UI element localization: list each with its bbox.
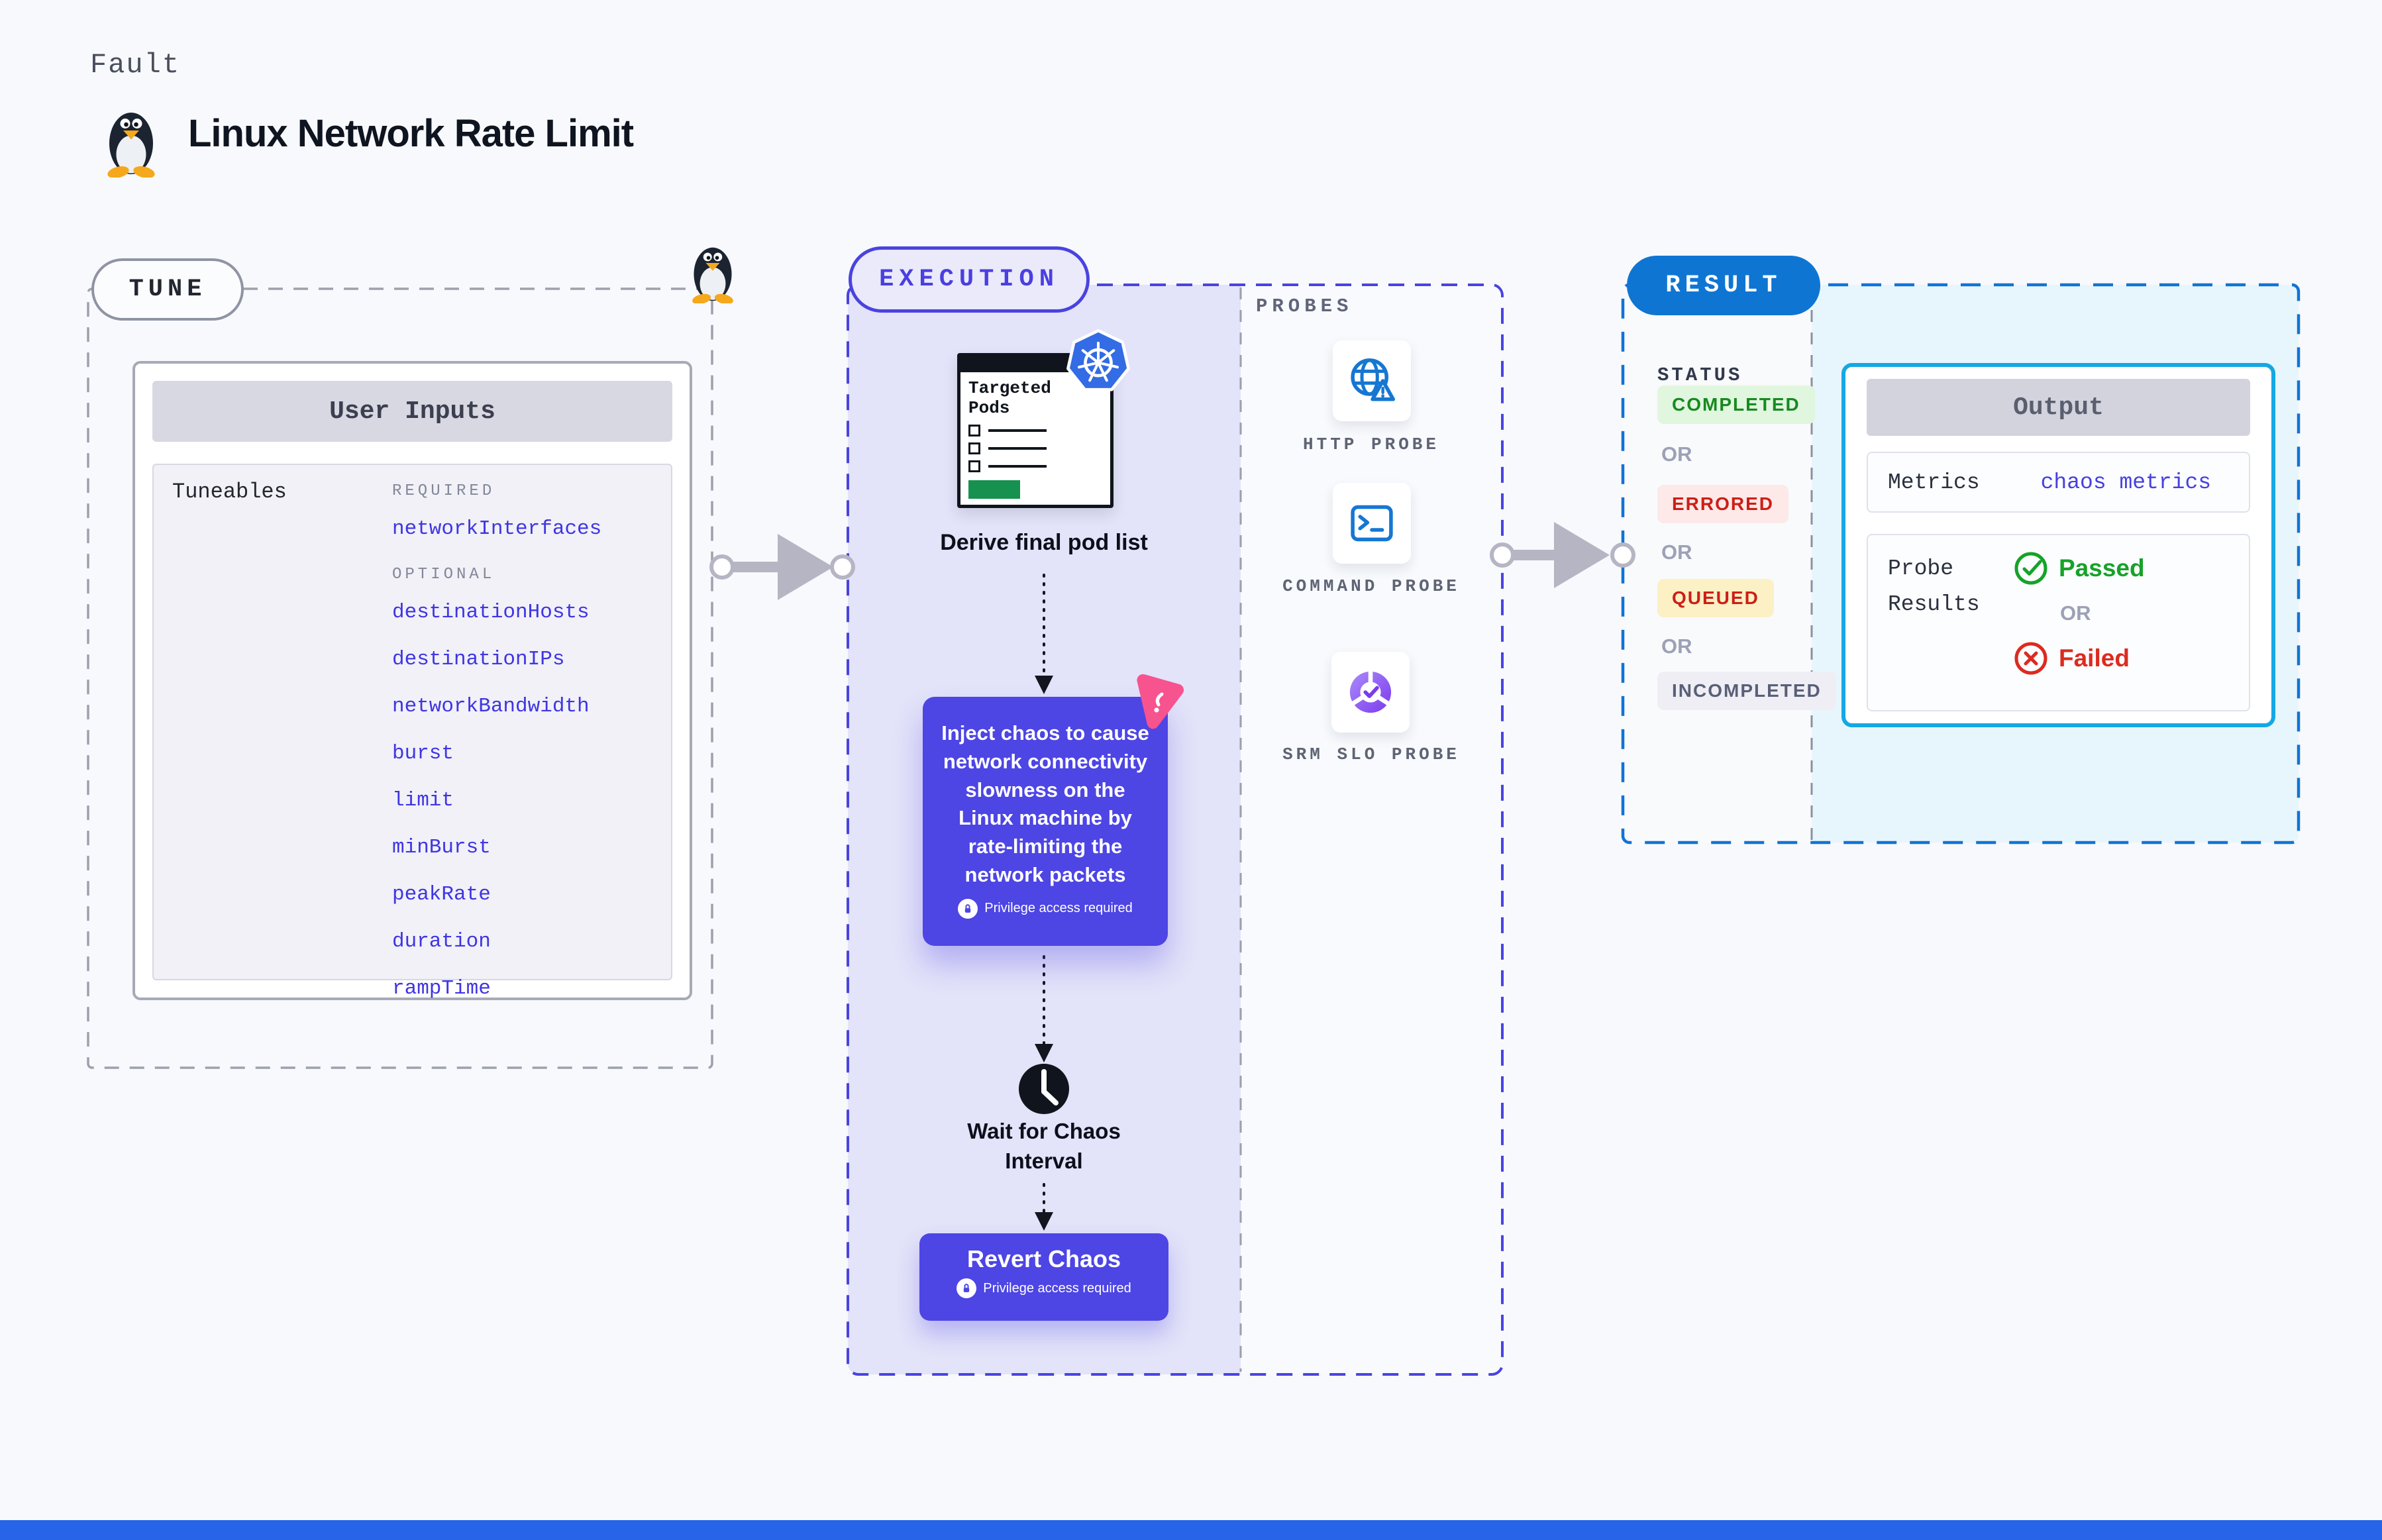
srm-slo-check-icon: [1331, 652, 1410, 733]
metrics-row[interactable]: Metrics chaos metrics: [1867, 452, 2250, 513]
page-title: Linux Network Rate Limit: [188, 112, 634, 155]
status-badge-completed: COMPLETED: [1657, 385, 1815, 424]
inject-chaos-step[interactable]: Inject chaos to cause network connectivi…: [923, 697, 1168, 946]
output-card-title: Output: [1867, 379, 2250, 436]
tuneable-item[interactable]: duration: [392, 930, 491, 953]
optional-group-label: OPTIONAL: [392, 566, 495, 584]
targeted-pods-card: Targeted Pods: [957, 353, 1113, 508]
execution-section-pill: EXECUTION: [849, 246, 1090, 313]
tuneable-item[interactable]: limit: [392, 789, 454, 812]
tuneable-item[interactable]: destinationHosts: [392, 601, 590, 624]
command-terminal-icon: [1333, 483, 1411, 564]
arrow-tune-to-execution: [709, 534, 855, 600]
tuneable-item[interactable]: destinationIPs: [392, 648, 565, 671]
pod-checklist-row: [968, 442, 1102, 454]
status-label: STATUS: [1657, 364, 1743, 386]
failed-result: Failed: [2014, 641, 2145, 676]
revert-chaos-step[interactable]: Revert Chaos Privilege access required: [919, 1233, 1168, 1321]
failed-label: Failed: [2059, 644, 2130, 672]
or-label: OR: [1661, 635, 1692, 658]
http-probe-label: HTTP PROBE: [1302, 435, 1440, 454]
tux-penguin-icon-small: [685, 240, 741, 303]
progress-bar: [968, 480, 1020, 499]
required-group-label: REQUIRED: [392, 482, 495, 500]
tuneable-item[interactable]: minBurst: [392, 836, 491, 859]
inject-chaos-text: Inject chaos to cause network connectivi…: [941, 721, 1149, 886]
failed-x-icon: [2014, 641, 2048, 676]
tune-section-pill: TUNE: [91, 258, 244, 321]
tuneable-item[interactable]: burst: [392, 742, 454, 765]
targeted-pods-title: Targeted Pods: [968, 378, 1051, 418]
metrics-value-link[interactable]: chaos metrics: [2040, 470, 2212, 495]
tuneable-item[interactable]: networkBandwidth: [392, 695, 590, 718]
revert-chaos-title: Revert Chaos: [966, 1245, 1121, 1272]
status-badge-queued: QUEUED: [1657, 579, 1774, 617]
http-probe-card[interactable]: [1333, 340, 1411, 421]
tuneable-item[interactable]: networkInterfaces: [392, 517, 602, 540]
tuneable-item[interactable]: peakRate: [392, 883, 491, 906]
checkbox-icon: [968, 424, 980, 436]
or-label: OR: [1661, 540, 1692, 564]
command-probe-label: COMMAND PROBE: [1282, 576, 1460, 596]
result-section-pill: RESULT: [1627, 256, 1820, 315]
tuneables-label: Tuneables: [172, 480, 287, 504]
status-badge-errored: ERRORED: [1657, 485, 1789, 523]
probe-results-row: Probe Results Passed OR: [1867, 534, 2250, 711]
probe-results-label: Probe Results: [1888, 556, 1980, 617]
privilege-note: Privilege access required: [939, 898, 1152, 919]
checkbox-icon: [968, 442, 980, 454]
or-label: OR: [2060, 601, 2091, 625]
tuneable-item[interactable]: rampTime: [392, 977, 491, 1000]
srm-slo-probe-label: SRM SLO PROBE: [1282, 744, 1460, 764]
lock-icon: [958, 898, 978, 919]
probes-panel-label: PROBES: [1256, 295, 1353, 317]
lock-icon: [957, 1278, 977, 1298]
status-badge-incompleted: INCOMPLETED: [1657, 672, 1836, 710]
command-probe-card[interactable]: [1333, 483, 1411, 564]
pod-checklist-row: [968, 460, 1102, 472]
wait-chaos-interval-label: Wait for Chaos Interval: [967, 1119, 1121, 1173]
fault-kicker: Fault: [90, 49, 181, 81]
chaos-litmus-icon: [1126, 669, 1190, 733]
tuneables-panel: Tuneables REQUIRED networkInterfaces OPT…: [152, 464, 672, 1000]
user-inputs-card-title: User Inputs: [152, 381, 672, 442]
kubernetes-icon: [1065, 329, 1131, 395]
arrow-execution-to-result: [1490, 522, 1635, 588]
passed-check-icon: [2014, 551, 2048, 586]
derive-pod-list-label: Derive final pod list: [940, 530, 1148, 555]
http-globe-warning-icon: [1333, 340, 1411, 421]
passed-result: Passed: [2014, 551, 2145, 586]
or-label: OR: [1661, 442, 1692, 466]
srm-slo-probe-card[interactable]: [1331, 652, 1410, 733]
checkbox-icon: [968, 460, 980, 472]
metrics-label: Metrics: [1888, 470, 1980, 495]
tux-penguin-icon: [99, 103, 163, 178]
pod-checklist-row: [968, 424, 1102, 436]
bottom-accent-bar: [0, 1520, 2382, 1540]
passed-label: Passed: [2059, 554, 2145, 582]
privilege-note: Privilege access required: [919, 1278, 1168, 1298]
